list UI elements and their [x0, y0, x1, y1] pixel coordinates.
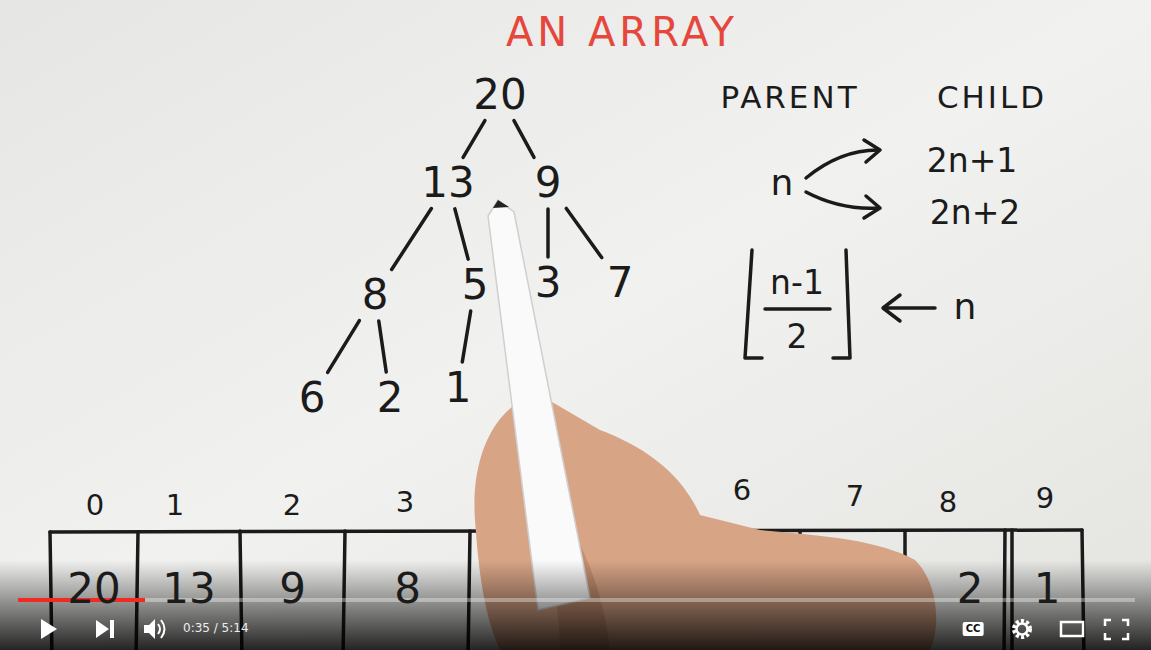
volume-icon	[144, 619, 155, 639]
index-number: 1	[166, 491, 184, 520]
formula-text: n	[954, 289, 977, 325]
tree-value: 13	[416, 160, 479, 206]
theater-icon	[1061, 622, 1083, 636]
index-number: 2	[283, 491, 301, 520]
volume-waves	[158, 620, 165, 638]
tree-value: 9	[530, 160, 567, 206]
control-shade	[0, 560, 1151, 650]
child-arrow-head	[864, 140, 880, 162]
value-text: 9	[279, 568, 306, 610]
tree-link	[455, 209, 468, 259]
tree-link	[379, 321, 386, 372]
formula-text: 2n+2	[930, 196, 1021, 229]
next-icon	[96, 620, 114, 638]
value-text: 5	[462, 264, 489, 306]
value-text: 3	[535, 262, 562, 304]
value-text: 2	[377, 377, 404, 419]
tree-value: 8	[357, 272, 394, 318]
tree-link	[546, 209, 550, 257]
marker-tip	[493, 200, 509, 208]
index-number: 3	[396, 488, 414, 517]
tree-link	[328, 321, 360, 373]
tree-value: 7	[602, 260, 639, 306]
value-text: 1	[445, 367, 472, 409]
value-text: 8	[362, 274, 389, 316]
formula-text: n	[771, 165, 794, 201]
formula-text: 2	[787, 320, 808, 353]
value-text: 13	[162, 568, 215, 610]
tree-value: 1	[440, 365, 477, 411]
index-number: 7	[846, 482, 864, 511]
index-number: 9	[1036, 484, 1054, 513]
left-arrow	[883, 295, 935, 321]
tree-value: 3	[530, 260, 567, 306]
column-heading: CHILD	[937, 82, 1047, 113]
captions-button: CC	[963, 622, 984, 636]
video-time: 0:35 / 5:14	[183, 622, 249, 634]
fullscreen-icon	[1105, 620, 1128, 639]
settings-icon	[1014, 621, 1030, 637]
array-cell: 1	[1016, 542, 1078, 638]
value-text: 8	[394, 568, 421, 610]
tree-link	[514, 121, 534, 158]
child-arrow	[806, 192, 878, 208]
tree-value: 5	[457, 262, 494, 308]
formula-marks	[745, 140, 935, 358]
fraction-bar	[765, 307, 830, 311]
value-text: 20	[67, 568, 120, 610]
child-arrow-head	[864, 196, 880, 218]
gear-ring	[1017, 624, 1028, 635]
tree-link	[392, 209, 432, 270]
value-text: 20	[473, 74, 526, 116]
tree-value: 2	[372, 375, 409, 421]
tree-link	[463, 121, 485, 158]
index-number: 0	[86, 491, 104, 520]
gear-teeth	[1014, 621, 1030, 637]
value-text: 13	[421, 162, 474, 204]
value-text: 1	[1034, 568, 1061, 610]
index-number: 8	[939, 488, 957, 517]
tree-value: 6	[294, 375, 331, 421]
title: AN ARRAY	[506, 12, 738, 52]
value-text: 9	[535, 162, 562, 204]
array-cell: 20	[54, 542, 134, 638]
formula-text: 2n+1	[927, 144, 1018, 177]
marker	[488, 200, 590, 610]
value-text: 7	[607, 262, 634, 304]
array-cell: 8	[349, 542, 466, 638]
tree-link	[462, 311, 470, 362]
index-number: 6	[733, 476, 751, 505]
array-cell: 9	[244, 542, 341, 638]
value-text: 6	[299, 377, 326, 419]
child-arrow	[806, 150, 878, 178]
tree-link	[566, 208, 601, 257]
play-icon	[41, 619, 57, 639]
floor-bracket	[745, 250, 762, 358]
tree-value: 20	[468, 72, 531, 118]
column-heading: PARENT	[720, 82, 859, 113]
floor-bracket	[833, 250, 850, 358]
formula-text: n-1	[770, 266, 824, 299]
value-text: 2	[957, 568, 984, 610]
